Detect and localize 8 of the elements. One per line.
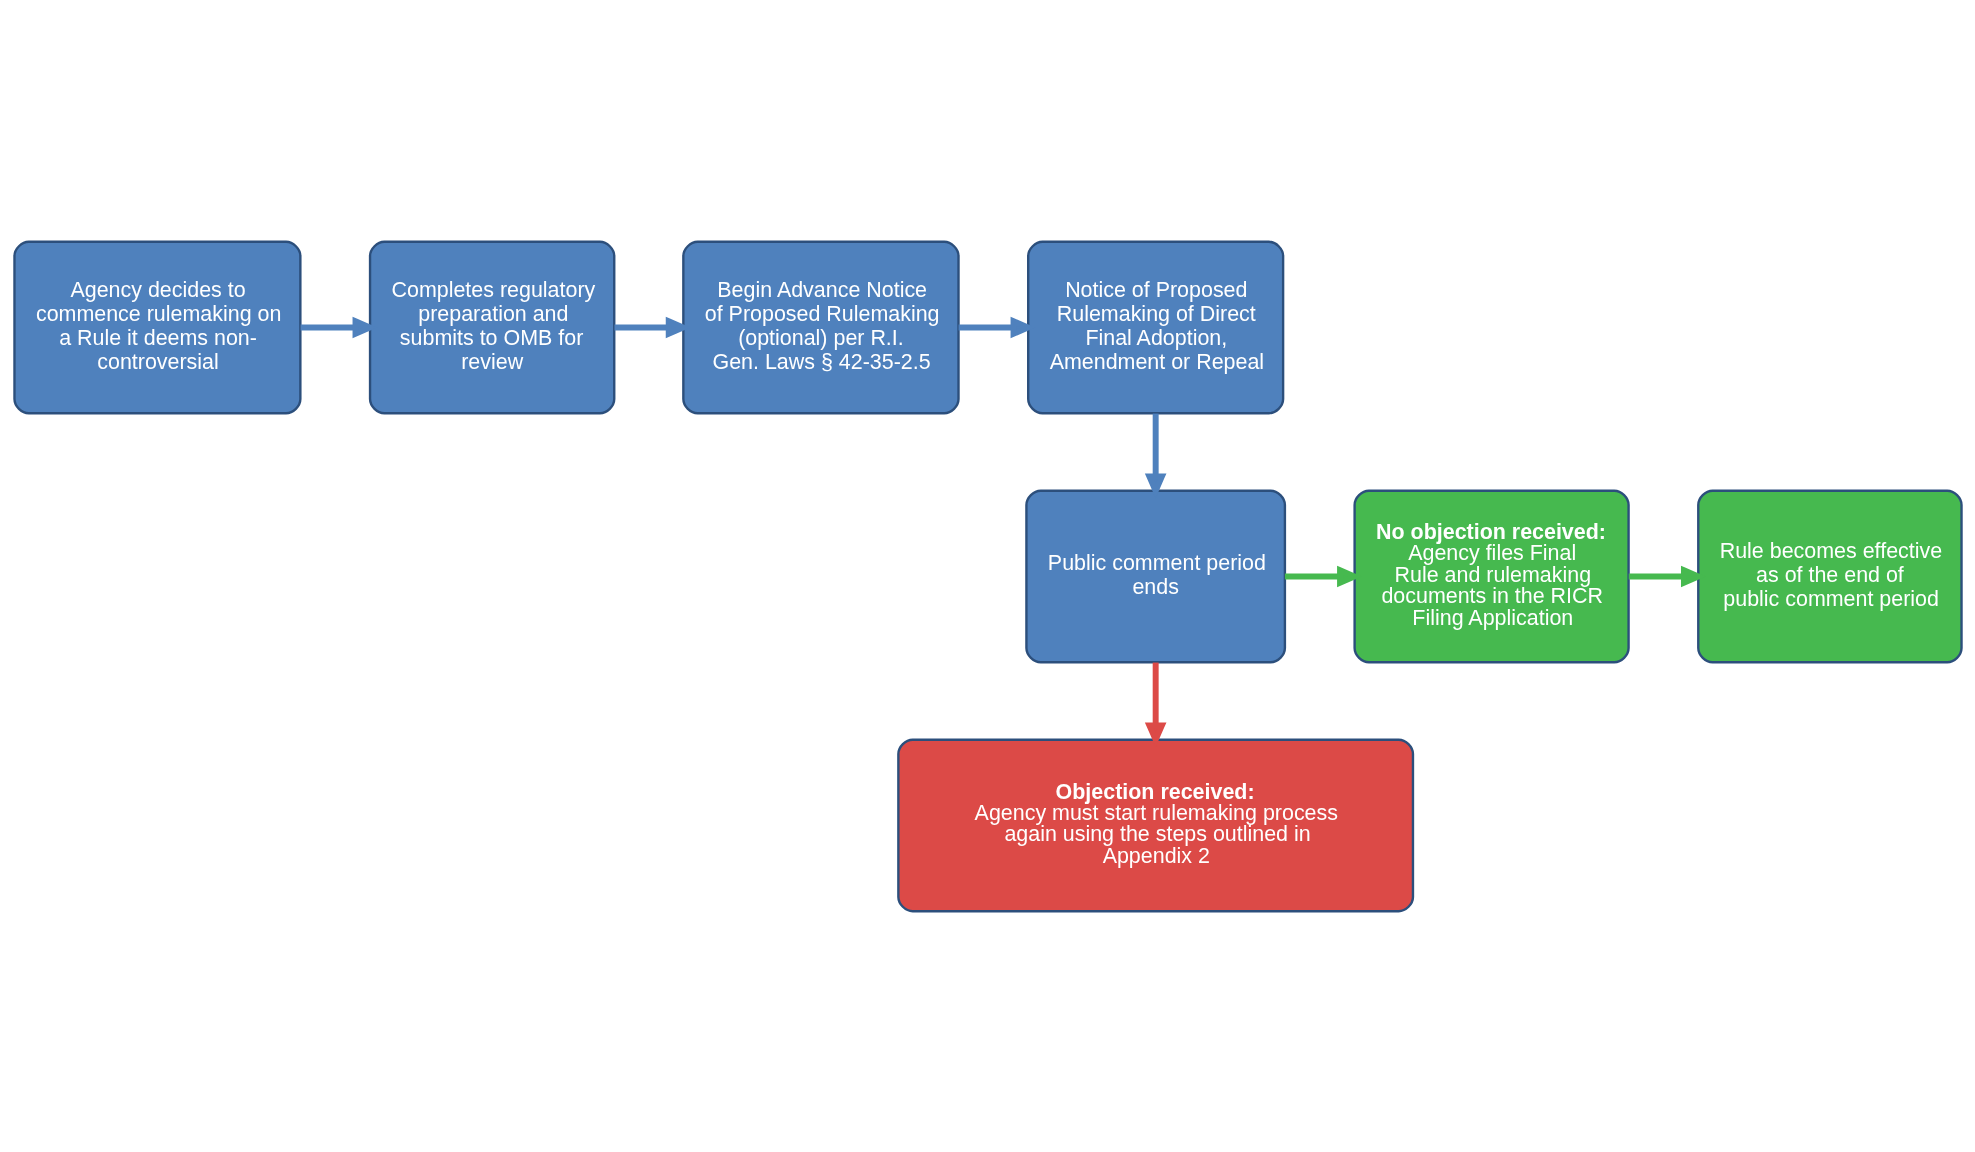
node-box: Notice of Proposed Rulemaking of Direct Final Adoption, Amendment or Repeal	[1026, 240, 1284, 414]
node-box: Objection received: Agency must start rulemaking process again using the steps outlined in Appendix 2	[896, 738, 1414, 912]
node-box: Public comment period ends	[1024, 489, 1286, 663]
node-box: Agency decides to commence rulemaking on a Rule it deems non- controversial	[12, 240, 302, 414]
node-box: No objection received: Agency files Final Rule and rulemaking documents in the RICR Filing Application	[1352, 489, 1630, 663]
node-box: Begin Advance Notice of Proposed Rulemaking (optional) per R.I. Gen. Laws § 42-35-2.5	[681, 240, 960, 414]
node-box: Completes regulatory preparation and submits to OMB for review	[368, 240, 615, 414]
node-box: Rule becomes effective as of the end of public comment period	[1696, 489, 1963, 663]
